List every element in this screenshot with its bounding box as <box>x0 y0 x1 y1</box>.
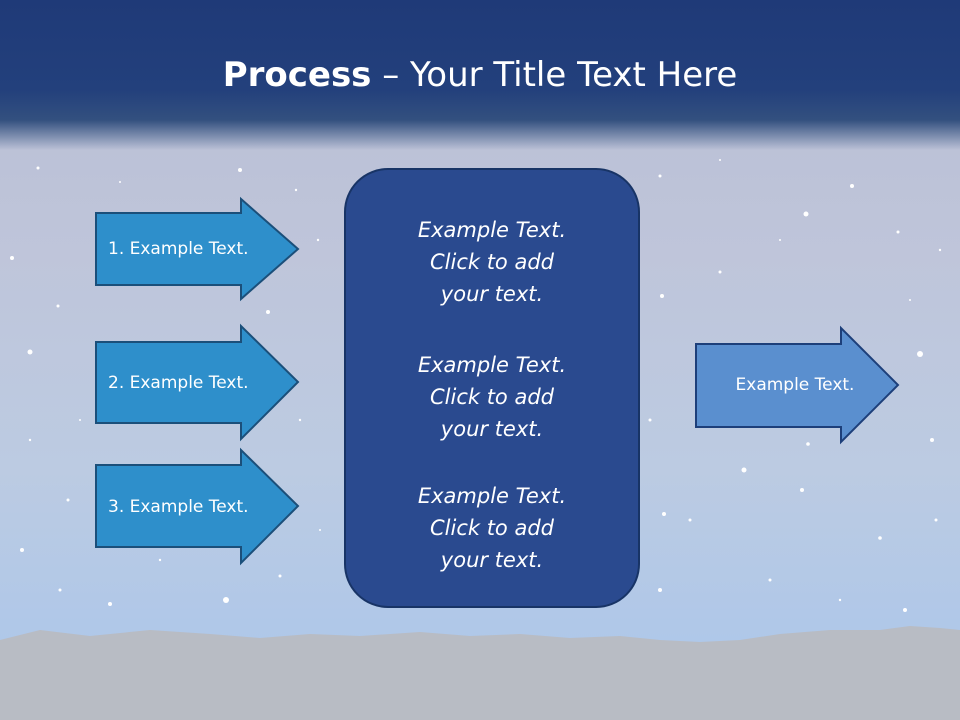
left-arrow-1[interactable]: 1. Example Text. <box>95 196 300 302</box>
text-block-1-line-2: Click to add <box>429 250 554 274</box>
text-block-1-line-3: your text. <box>440 282 544 306</box>
left-arrow-1-label: 1. Example Text. <box>108 239 249 259</box>
right-arrow-label: Example Text. <box>735 375 855 395</box>
title-rest-text: – Your Title Text Here <box>371 55 738 95</box>
text-block-3-line-2: Click to add <box>429 516 554 540</box>
mountain-silhouette <box>0 626 960 720</box>
text-block-3: Example Text. Click to add your text. <box>346 480 638 576</box>
text-block-2-line-3: your text. <box>440 417 544 441</box>
text-block-3-line-3: your text. <box>440 548 544 572</box>
left-arrow-2[interactable]: 2. Example Text. <box>95 323 300 442</box>
left-arrow-2-label: 2. Example Text. <box>108 372 249 393</box>
text-block-3-line-1: Example Text. <box>417 484 567 508</box>
left-arrow-3[interactable]: 3. Example Text. <box>95 447 300 566</box>
left-arrow-3-label: 3. Example Text. <box>108 496 249 517</box>
title-bar <box>0 0 960 150</box>
slide-title[interactable]: Process – Your Title Text Here <box>0 52 960 98</box>
center-content-box[interactable]: Example Text. Click to add your text. Ex… <box>344 168 640 608</box>
text-block-1-line-1: Example Text. <box>417 218 567 242</box>
title-bold-text: Process <box>222 55 372 95</box>
text-block-2-line-2: Click to add <box>429 385 554 409</box>
text-block-2: Example Text. Click to add your text. <box>346 349 638 445</box>
right-arrow[interactable]: Example Text. <box>695 325 900 445</box>
text-block-1: Example Text. Click to add your text. <box>346 214 638 310</box>
text-block-2-line-1: Example Text. <box>417 353 567 377</box>
